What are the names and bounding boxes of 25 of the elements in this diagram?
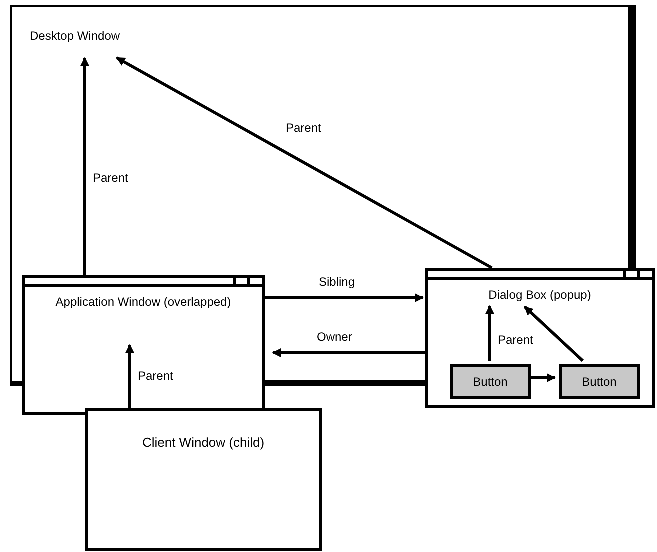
arrow [272,348,425,358]
arrow [486,305,494,361]
window-label: Application Window (overlapped) [56,295,232,309]
window-frame [425,268,655,408]
client-window [85,408,322,551]
arrow [524,306,584,362]
edge-label: Sibling [318,276,356,288]
edge-label: Parent [92,172,130,184]
arrow [528,374,556,382]
edge-label: Parent [137,370,174,382]
arrow [126,344,134,408]
window-label: Dialog Box (popup) [488,288,592,302]
window-frame [22,275,265,415]
edge-label: Parent [497,334,534,346]
button-box [450,364,531,399]
window-label: Desktop Window [30,29,120,43]
window-label: Button [582,374,617,390]
window-label: Button [473,374,508,390]
edge-label: Parent [285,122,322,134]
arrow [265,294,424,302]
edge-label: Owner [316,331,354,343]
arrow [116,56,493,270]
arrow [80,57,90,275]
window-label: Client Window (child) [142,435,265,450]
button-box [559,364,640,399]
